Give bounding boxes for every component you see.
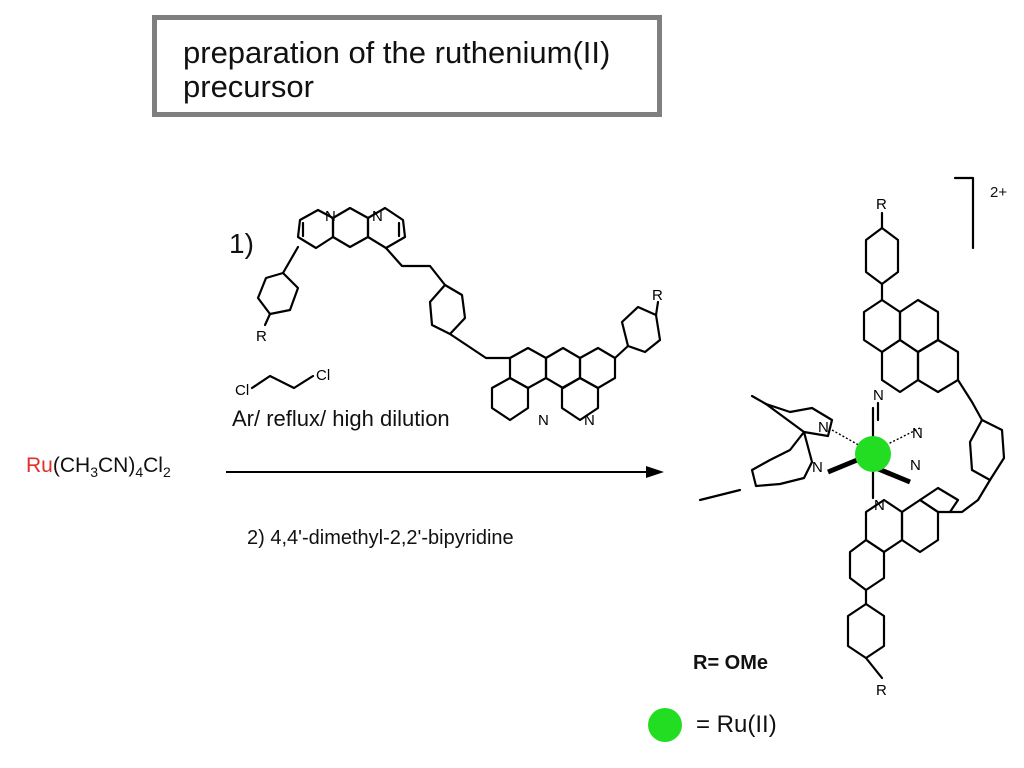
ru-legend-dot: [648, 708, 682, 742]
ru-symbol: Ru: [26, 454, 53, 477]
step2-reagent: 2) 4,4'-dimethyl-2,2'-bipyridine: [247, 527, 514, 549]
r-product-bottom: R: [876, 682, 887, 699]
title-line-2: precursor: [183, 69, 314, 104]
upper-phen-n-left: N: [873, 387, 884, 404]
phen1-n-left: N: [325, 208, 336, 225]
ruthenium-precursor-formula: Ru(CH3CN)4Cl2: [26, 454, 171, 480]
formula-part-b: CN): [97, 454, 136, 477]
step1-conditions: Ar/ reflux/ high dilution: [232, 406, 450, 431]
r-product-top: R: [876, 196, 887, 213]
bpy-n-bottom: N: [812, 459, 823, 476]
formula-part-c: Cl: [143, 454, 163, 477]
title-line-1: preparation of the ruthenium(II): [183, 35, 611, 70]
r-upper-left: R: [256, 328, 267, 345]
formula-sub-3: 3: [90, 464, 98, 481]
phen1-n-right: N: [372, 208, 383, 225]
lower-phen-n-left: N: [874, 497, 885, 514]
title-box: preparation of the ruthenium(II) precurs…: [152, 15, 662, 117]
ru-center-atom: [855, 436, 891, 472]
bpy-n-top: N: [818, 419, 829, 436]
upper-phen-n-right: N: [912, 425, 923, 442]
dce-cl-left: Cl: [235, 382, 249, 399]
charge-label: 2+: [990, 184, 1008, 201]
lower-phen-n-right: N: [910, 457, 921, 474]
reaction-arrow: [226, 466, 664, 478]
dce-cl-right: Cl: [316, 367, 330, 384]
r-lower-right: R: [652, 287, 663, 304]
dichloroethane-structure: Cl Cl: [235, 367, 330, 399]
r-definition: R= OMe: [693, 652, 769, 674]
phen2-n-left: N: [538, 412, 549, 429]
title-text: preparation of the ruthenium(II) precurs…: [183, 36, 610, 104]
ru-legend-text: = Ru(II): [696, 711, 777, 738]
ruthenium-complex-product: R N N N N R N N: [698, 176, 1006, 699]
formula-part-a: (CH: [52, 454, 91, 477]
bis-phenanthroline-ligand: N N R N N R: [256, 206, 663, 429]
formula-sub-2: 2: [162, 464, 171, 481]
phen2-n-right: N: [584, 412, 595, 429]
formula-sub-4: 4: [135, 464, 144, 481]
step1-number: 1): [229, 228, 254, 259]
